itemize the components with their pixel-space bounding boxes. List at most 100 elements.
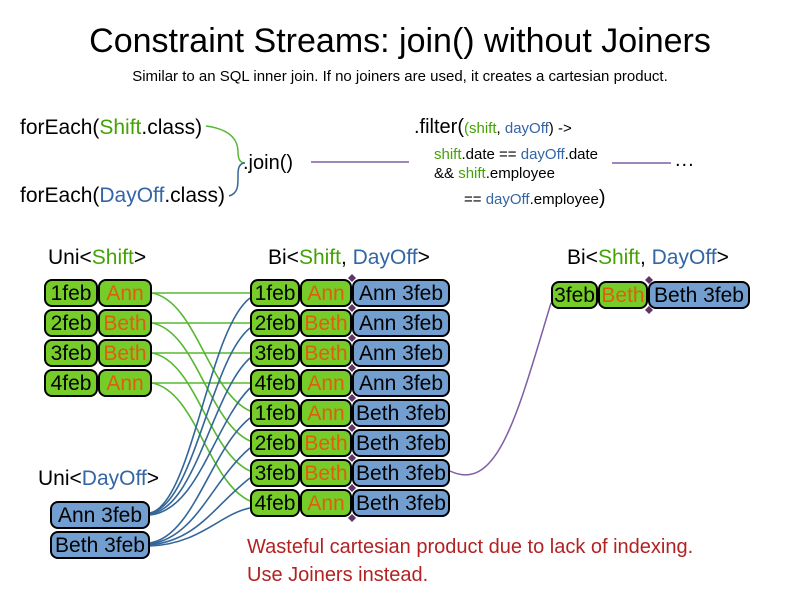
warning-line-1: Wasteful cartesian product due to lack o… [247, 536, 694, 558]
ann-dayoff-curve-1 [149, 297, 251, 514]
shift-param-token: shift [434, 146, 462, 163]
pair-dayoff-cell: Beth 3feb [352, 459, 450, 487]
shift-name-cell: Ann [98, 369, 152, 397]
shift-date-cell: 1feb [44, 279, 98, 307]
shift-class-token: Shift [99, 116, 142, 139]
dayoff-type-token: DayOff [651, 246, 717, 269]
code-token: forEach( [20, 116, 100, 139]
dayoff-cell: Beth 3feb [50, 531, 150, 559]
label-token: > [133, 246, 147, 269]
code-foreach-dayoff: forEach(DayOff.class) [20, 184, 225, 208]
filter-fn-token: .filter( [414, 116, 464, 138]
beth-dayoff-curve-7 [149, 477, 251, 546]
pair-date-cell: 1feb [250, 279, 300, 307]
code-token: && [434, 165, 459, 182]
code-filter-line3: && shift.employee [434, 165, 555, 182]
pair-name-cell: Ann [300, 399, 352, 427]
label-token: Bi< [268, 246, 299, 269]
code-token: ) -> [548, 120, 572, 137]
shift-row2-curve [151, 322, 251, 442]
pair-date-cell: 2feb [250, 309, 300, 337]
ann-dayoff-curve-2 [149, 327, 251, 514]
ann-dayoff-curve-4 [149, 387, 251, 516]
dayoff-type-token: DayOff [81, 467, 147, 490]
shift-date-cell: 3feb [44, 339, 98, 367]
shift-date-cell: 4feb [44, 369, 98, 397]
shift-type-token: Shift [597, 246, 640, 269]
pair-name-cell: Beth [300, 459, 352, 487]
pair-date-cell: 4feb [250, 369, 300, 397]
pair-dayoff-cell: Beth 3feb [352, 429, 450, 457]
pair-name-cell: Ann [300, 489, 352, 517]
code-filter-line1: .filter((shift, dayOff) -> [414, 116, 572, 139]
beth-dayoff-curve-6 [149, 447, 251, 545]
pair-date-cell: 3feb [250, 459, 300, 487]
pair-date-cell: 1feb [250, 399, 300, 427]
uni-dayoff-label: Uni<DayOff> [38, 467, 159, 491]
code-filter-line2: shift.date == dayOff.date [434, 146, 598, 163]
code-token: forEach( [20, 184, 100, 207]
code-token: .employee [529, 191, 599, 208]
code-foreach-shift: forEach(Shift.class) [20, 116, 202, 140]
pair-dayoff-cell: Beth 3feb [352, 399, 450, 427]
code-token: , [496, 120, 505, 137]
dayoff-param-token: dayOff [504, 120, 549, 137]
shift-stream-brace-line [205, 125, 246, 164]
code-token: .class) [164, 184, 226, 207]
code-token: .date [564, 146, 599, 163]
bi-right-label: Bi<Shift, DayOff> [567, 246, 729, 270]
result-date-cell: 3feb [551, 281, 598, 309]
label-token: Uni< [48, 246, 92, 269]
beth-dayoff-curve-8 [149, 507, 251, 547]
shift-name-cell: Beth [98, 339, 152, 367]
page-title: Constraint Streams: join() without Joine… [89, 22, 711, 60]
shift-param-token: (shift [464, 120, 497, 137]
pair-name-cell: Beth [300, 429, 352, 457]
shift-date-cell: 2feb [44, 309, 98, 337]
uni-shift-label: Uni<Shift> [48, 246, 146, 270]
pair-dayoff-cell: Ann 3feb [352, 339, 450, 367]
shift-name-cell: Ann [98, 279, 152, 307]
pair-name-cell: Ann [300, 279, 352, 307]
pair-name-cell: Beth [300, 309, 352, 337]
shift-name-cell: Beth [98, 309, 152, 337]
shift-type-token: Shift [91, 246, 134, 269]
bi-middle-label: Bi<Shift, DayOff> [268, 246, 430, 270]
dayoff-type-token: DayOff [352, 246, 418, 269]
pair-date-cell: 2feb [250, 429, 300, 457]
pair-name-cell: Beth [300, 339, 352, 367]
dayoff-class-token: DayOff [99, 184, 165, 207]
label-token: Bi< [567, 246, 598, 269]
dayoff-param-token: dayOff [485, 191, 530, 208]
shift-row4-curve [151, 382, 251, 502]
label-token: , [639, 246, 652, 269]
warning-line-2: Use Joiners instead. [247, 564, 429, 586]
pair-dayoff-cell: Ann 3feb [352, 309, 450, 337]
filter-close-paren: ) [598, 187, 606, 209]
pair-name-cell: Ann [300, 369, 352, 397]
result-name-cell: Beth [598, 281, 648, 309]
pair-date-cell: 3feb [250, 339, 300, 367]
label-token: , [340, 246, 353, 269]
shift-param-token: shift [458, 165, 486, 182]
pair-date-cell: 4feb [250, 489, 300, 517]
code-filter-line4: == dayOff.employee) [464, 187, 606, 210]
label-token: > [146, 467, 160, 490]
label-token: > [417, 246, 430, 269]
pair-dayoff-cell: Ann 3feb [352, 369, 450, 397]
page-subtitle: Similar to an SQL inner join. If no join… [132, 68, 668, 85]
code-ellipsis: ... [675, 149, 695, 171]
dayoff-param-token: dayOff [520, 146, 565, 163]
shift-row1-curve [151, 292, 251, 412]
code-token: .date == [461, 146, 521, 163]
result-dayoff-cell: Beth 3feb [648, 281, 750, 309]
code-token: .employee [485, 165, 555, 182]
ann-dayoff-curve-3 [149, 357, 251, 515]
code-join: .join() [243, 152, 294, 174]
pair-dayoff-cell: Beth 3feb [352, 489, 450, 517]
shift-type-token: Shift [298, 246, 341, 269]
shift-row3-curve [151, 352, 251, 472]
dayoff-cell: Ann 3feb [50, 501, 150, 529]
label-token: Uni< [38, 467, 82, 490]
